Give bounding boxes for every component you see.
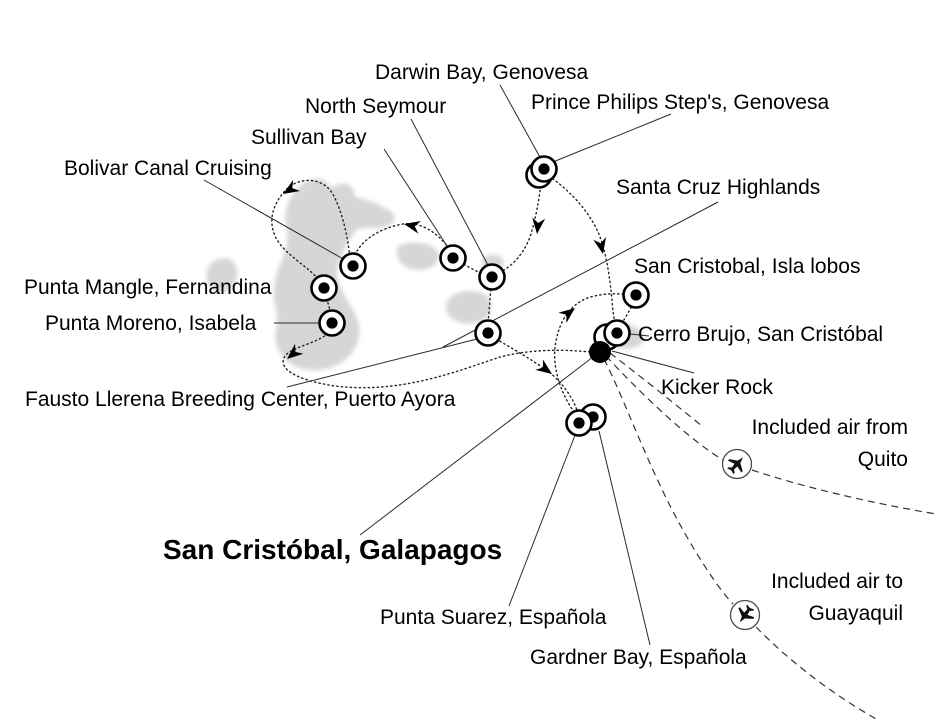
label-kicker-rock: Kicker Rock: [661, 376, 774, 399]
marker-san-cristobal-hub: [589, 341, 611, 363]
air-to-line2: Guayaquil: [808, 602, 903, 625]
route-genovesa-nseymour: [497, 176, 543, 274]
island-santiago: [397, 242, 439, 270]
port-markers: [310, 155, 650, 437]
quito-plane-icon: [721, 448, 753, 480]
label-prince-philips: Prince Philips Step's, Genovesa: [531, 91, 830, 114]
flight-guayaquil-out: [755, 626, 879, 720]
flight-guayaquil-in: [603, 358, 734, 605]
label-included-air-to: Included air to Guayaquil: [771, 566, 903, 630]
airplane-badges: [721, 448, 761, 631]
flight-quito-in: [605, 355, 724, 461]
label-gardner-bay: Gardner Bay, Española: [530, 646, 747, 669]
route-suarez-lobos: [553, 293, 630, 417]
marker-bolivar-canal: [339, 252, 367, 280]
label-bolivar-canal: Bolivar Canal Cruising: [64, 157, 272, 180]
label-punta-moreno: Punta Moreno, Isabela: [45, 312, 257, 335]
label-santa-cruz-highlands: Santa Cruz Highlands: [616, 176, 821, 199]
route-moreno-sweep: [282, 329, 591, 389]
island-santa-cruz: [445, 290, 492, 324]
marker-north-seymour: [478, 263, 506, 291]
label-sullivan-bay: Sullivan Bay: [251, 126, 367, 149]
route-bolivar-loop: [271, 179, 351, 282]
marker-isla-lobos: [622, 281, 650, 309]
island-shapes: [206, 179, 645, 371]
label-north-seymour: North Seymour: [305, 95, 447, 118]
marker-sullivan-bay: [439, 244, 467, 272]
air-from-line2: Quito: [857, 448, 908, 471]
air-to-line1: Included air to: [771, 570, 903, 593]
label-isla-lobos: San Cristobal, Isla lobos: [634, 255, 861, 278]
label-cerro-brujo: Cerro Brujo, San Cristóbal: [638, 323, 884, 346]
marker-punta-suarez: [565, 409, 593, 437]
route-bolivar-sullivan: [352, 223, 451, 260]
flight-quito-out: [751, 469, 936, 515]
marker-punta-moreno: [318, 309, 346, 337]
air-from-line1: Included air from: [751, 416, 908, 439]
island-fernandina: [206, 258, 238, 293]
marker-cerro-brujo: [603, 319, 631, 347]
label-included-air-from: Included air from Quito: [752, 412, 908, 476]
flight-paths: [603, 352, 936, 720]
island-isabela: [273, 179, 395, 371]
label-punta-mangle: Punta Mangle, Fernandina: [24, 276, 272, 299]
flight-stub: [609, 352, 703, 427]
label-punta-suarez: Punta Suarez, Española: [380, 606, 607, 629]
label-fausto-llerena: Fausto Llerena Breeding Center, Puerto A…: [25, 388, 456, 411]
guayaquil-plane-icon: [729, 599, 761, 631]
label-san-cristobal-title: San Cristóbal, Galapagos: [163, 534, 503, 565]
marker-puerto-ayora: [474, 319, 502, 347]
marker-genovesa: [530, 155, 558, 183]
route-genovesa-cerro: [548, 175, 617, 328]
marker-punta-mangle: [310, 274, 338, 302]
label-darwin-bay: Darwin Bay, Genovesa: [375, 61, 589, 84]
